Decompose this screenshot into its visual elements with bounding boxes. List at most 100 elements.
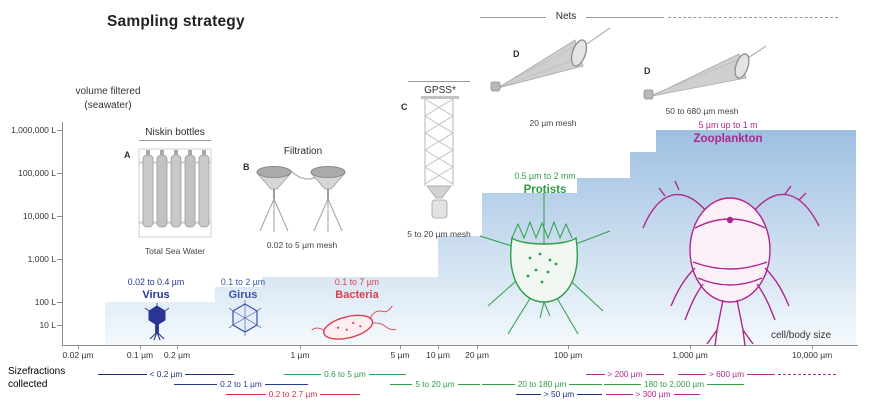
size-fraction-line xyxy=(482,383,515,385)
girus-name: Girus xyxy=(228,289,258,302)
size-fraction-label: 0.6 to 5 µm xyxy=(324,369,366,379)
net-small-letter: D xyxy=(513,49,520,59)
size-fraction-bar: 20 to 180 µm xyxy=(482,379,603,389)
size-fraction-label: 20 to 180 µm xyxy=(517,379,567,389)
filtration-title: Filtration xyxy=(283,146,323,157)
gpss-rule xyxy=(408,81,470,82)
girus-range: 0.1 to 2 µm xyxy=(220,277,266,287)
gpss-caption: 5 to 20 µm mesh xyxy=(407,229,471,239)
niskin-caption: Total Sea Water xyxy=(144,246,206,256)
filtration-letter: B xyxy=(243,162,250,172)
gpss-title: GPSS* xyxy=(424,85,456,96)
niskin-title-rule xyxy=(139,140,211,141)
size-fraction-bar: > 600 µm xyxy=(678,369,836,379)
x-axis-title: cell/body size xyxy=(771,330,832,341)
size-fractions-heading-line1: Sizefractions xyxy=(8,366,66,377)
size-fraction-line xyxy=(747,373,775,375)
size-fraction-label: 0.2 to 1 µm xyxy=(220,379,262,389)
size-fraction-line xyxy=(264,383,308,385)
protist-icon xyxy=(479,188,611,335)
gpss-letter: C xyxy=(401,102,408,112)
virus-label: 0.02 to 0.4 µm Virus xyxy=(112,276,200,304)
girus-icon xyxy=(228,300,262,336)
size-fraction-label: > 50 µm xyxy=(543,389,575,399)
size-fractions-heading-line2: collected xyxy=(8,379,48,390)
size-fraction-line xyxy=(606,393,633,395)
virus-icon xyxy=(144,303,170,341)
size-fractions-heading: Sizefractions collected xyxy=(8,365,65,391)
gpss-icon xyxy=(421,96,459,219)
filtration-icon xyxy=(256,166,346,232)
protists-range: 0.5 µm to 2 mm xyxy=(514,171,576,181)
size-fraction-line xyxy=(368,373,406,375)
filtration-caption: 0.02 to 5 µm mesh xyxy=(266,240,338,250)
niskin-letter: A xyxy=(124,150,131,160)
zooplankton-copepod-icon xyxy=(642,180,820,347)
y-axis-line xyxy=(62,122,63,345)
y-axis-title: volume filtered (seawater) xyxy=(56,85,160,112)
size-fraction-line xyxy=(569,383,603,385)
size-fraction-bar: < 0.2 µm xyxy=(98,369,234,379)
size-fraction-line xyxy=(174,383,218,385)
plankton-net-small-icon xyxy=(490,27,611,92)
plankton-net-large-icon xyxy=(643,45,767,100)
net-small-caption: 20 µm mesh xyxy=(529,118,577,128)
virus-name: Virus xyxy=(142,289,170,302)
size-fraction-line-dashed xyxy=(778,373,836,375)
size-fraction-label: > 200 µm xyxy=(607,369,643,379)
y-axis-title-line1: volume filtered xyxy=(75,86,141,97)
size-fraction-label: > 600 µm xyxy=(709,369,744,379)
net-large-letter: D xyxy=(644,66,651,76)
size-fraction-bar: > 200 µm xyxy=(586,369,664,379)
size-fraction-bar: 0.6 to 5 µm xyxy=(284,369,406,379)
virus-range: 0.02 to 0.4 µm xyxy=(127,277,185,287)
niskin-bottles-icon xyxy=(138,148,212,238)
size-fraction-bar: 0.2 to 1 µm xyxy=(174,379,308,389)
niskin-title: Niskin bottles xyxy=(145,127,205,138)
nets-rule-left xyxy=(480,17,546,18)
size-fraction-line xyxy=(226,393,266,395)
nets-rule-dashed xyxy=(668,17,838,18)
zooplankton-label: 5 µm up to 1 m Zooplankton xyxy=(666,119,790,147)
size-fraction-line xyxy=(678,373,706,375)
y-axis-title-line2: (seawater) xyxy=(84,99,132,111)
size-fraction-bar: > 300 µm xyxy=(606,389,700,399)
page-title: Sampling strategy xyxy=(107,13,245,30)
nets-rule-right xyxy=(586,17,664,18)
size-fraction-line xyxy=(673,393,700,395)
size-fraction-line xyxy=(390,383,413,385)
size-fraction-label: > 300 µm xyxy=(635,389,671,399)
bacteria-name: Bacteria xyxy=(335,289,379,302)
bacteria-label: 0.1 to 7 µm Bacteria xyxy=(313,276,401,304)
size-fraction-label: < 0.2 µm xyxy=(149,369,183,379)
size-fraction-line xyxy=(457,383,480,385)
size-fraction-line xyxy=(586,373,605,375)
girus-label: 0.1 to 2 µm Girus xyxy=(200,276,286,304)
size-fraction-label: 0.2 to 2.7 µm xyxy=(268,389,318,399)
x-axis-line xyxy=(62,345,858,346)
size-fraction-label: 180 to 2,000 µm xyxy=(643,379,705,389)
size-fraction-line xyxy=(284,373,322,375)
size-fraction-bar: 180 to 2,000 µm xyxy=(604,379,745,389)
size-fraction-line xyxy=(185,373,234,375)
size-fraction-line xyxy=(707,383,745,385)
bacteria-range: 0.1 to 7 µm xyxy=(334,277,380,287)
size-fraction-line xyxy=(516,393,541,395)
protists-label: 0.5 µm to 2 mm Protists xyxy=(494,170,596,198)
size-fraction-line xyxy=(320,393,361,395)
size-fraction-bar: 0.2 to 2.7 µm xyxy=(226,389,361,399)
size-fraction-bar: > 50 µm xyxy=(516,389,603,399)
size-fraction-label: 5 to 20 µm xyxy=(415,379,455,389)
nets-title: Nets xyxy=(555,11,577,22)
size-fraction-line xyxy=(98,373,147,375)
size-fraction-bar: 5 to 20 µm xyxy=(390,379,480,389)
zooplankton-range: 5 µm up to 1 m xyxy=(698,120,758,130)
zooplankton-name: Zooplankton xyxy=(693,133,763,146)
bacteria-icon xyxy=(311,305,397,340)
protists-name: Protists xyxy=(523,184,567,197)
size-fraction-line xyxy=(645,373,664,375)
size-fraction-bars: < 0.2 µm 0.6 to 5 µm > 200 µm > 600 µm 0.2 t… xyxy=(0,369,880,405)
size-fraction-line xyxy=(577,393,603,395)
